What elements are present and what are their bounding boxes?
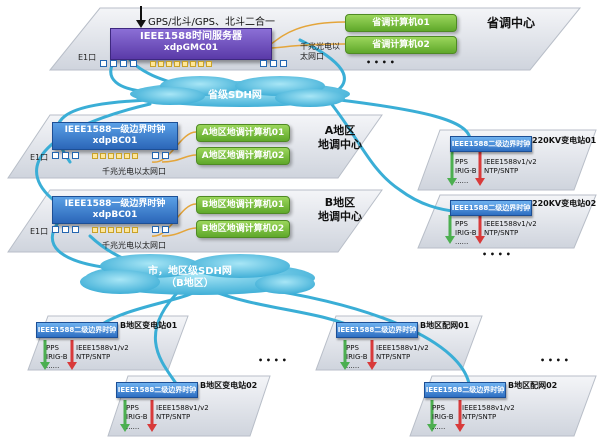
city-sdh-cloud [80,254,315,295]
eth-label-provincial: 千兆光电以太网口 [300,42,340,61]
b-dist-01-dots: ...... [346,362,360,370]
b-dist-01-pps: PPS [346,344,359,352]
b-sub-01-pps: PPS [46,344,59,352]
b-sub-02-name: B地区变电站02 [200,381,258,390]
area-a-clock-id: xdpBC01 [92,135,138,146]
b-sub-02-dots: ...... [126,423,140,431]
e1-label-provincial: E1口 [78,53,97,62]
sub-220-01-clock[interactable]: IEEE1588二级边界时钟 [450,136,532,152]
area-b-computer-01[interactable]: B地区地调计算机01 [196,196,290,214]
sub-220-02-name: 220KV变电站02 [532,199,597,208]
b-sub-01-dots: ...... [46,362,60,370]
sub-220-01-irig: IRIG-B [455,167,477,175]
gps-label: GPS/北斗/GPS、北斗二合一 [148,17,275,28]
sub-220-01-pps: PPS [455,158,468,166]
b-dist-02-irig: IRIG-B [432,413,454,421]
b-dist-01-clock[interactable]: IEEE1588二级边界时钟 [336,322,418,338]
b-dist-02-proto1: IEEE1588v1/v2 [462,404,515,412]
area-b-region-line2: 地调中心 [318,210,362,223]
area-b-computer-02[interactable]: B地区地调计算机02 [196,220,290,238]
area-a-region-line2: 地调中心 [318,138,362,151]
b-dist-02-name: B地区配网02 [508,381,558,390]
sub-220-01-proto1: IEEE1588v1/v2 [484,158,537,166]
eth-label-area-b: 千兆光电以太网口 [102,241,166,250]
b-sub-01-proto2: NTP/SNTP [76,353,111,361]
b-dist-01-proto2: NTP/SNTP [376,353,411,361]
sub-220-02-proto1: IEEE1588v1/v2 [484,220,537,228]
sub-220-01-dots: ...... [455,177,469,185]
area-a-region-label: A地区 地调中心 [318,124,362,152]
time-server-title: IEEE1588时间服务器 [139,31,243,42]
area-b-clock-title: IEEE1588一级边界时钟 [64,199,166,209]
provincial-sdh-label: 省级SDH网 [208,90,262,101]
area-a-computer-02[interactable]: A地区地调计算机02 [196,147,290,165]
b-sub-01-irig: IRIG-B [46,353,68,361]
sub-220-02-irig: IRIG-B [455,229,477,237]
b-sub-01-clock[interactable]: IEEE1588二级边界时钟 [36,322,118,338]
area-b-region-label: B地区 地调中心 [318,196,362,224]
sub-220-02-clock[interactable]: IEEE1588二级边界时钟 [450,200,532,216]
provincial-ellipsis: • • • • [366,58,395,67]
area-a-boundary-clock[interactable]: IEEE1588一级边界时钟 xdpBC01 [52,122,178,150]
sub-220-01-proto2: NTP/SNTP [484,167,519,175]
area-a-port-row [52,152,182,160]
b-dist-01-name: B地区配网01 [420,321,470,330]
time-server[interactable]: IEEE1588时间服务器 xdpGMC01 [110,28,272,60]
b-dist-01-irig: IRIG-B [346,353,368,361]
provincial-sdh-cloud [130,76,350,107]
sub-220-02-pps: PPS [455,220,468,228]
e1-label-area-b: E1口 [30,227,49,236]
gps-arrow-head [136,20,146,28]
area-a-region-line1: A地区 [324,124,356,137]
area-a-clock-title: IEEE1588一级边界时钟 [64,125,166,135]
provincial-computer-01[interactable]: 省调计算机01 [345,14,457,32]
area-a-computer-01[interactable]: A地区地调计算机01 [196,124,290,142]
provincial-computer-02[interactable]: 省调计算机02 [345,36,457,54]
b-sub-02-proto2: NTP/SNTP [156,413,191,421]
area-b-port-row [52,226,182,234]
b-sub-02-pps: PPS [126,404,139,412]
city-sdh-line1: 市，地区级SDH网 [148,266,232,277]
e1-label-area-a: E1口 [30,153,49,162]
b-dist-02-clock[interactable]: IEEE1588二级边界时钟 [424,382,506,398]
b-dist-02-dots: ...... [432,423,446,431]
b-dist-02-pps: PPS [432,404,445,412]
substation-arrows [40,152,485,432]
b-sub-01-name: B地区变电站01 [120,321,178,330]
city-sdh-line2: （B地区） [166,278,214,289]
b-sub-ellipsis: • • • • [258,356,287,365]
time-server-id: xdpGMC01 [163,43,219,53]
area-b-clock-id: xdpBC01 [92,209,138,220]
b-dist-ellipsis: • • • • [540,356,569,365]
provincial-port-row [100,60,290,68]
sub-220-ellipsis: • • • • [482,250,511,259]
b-sub-02-clock[interactable]: IEEE1588二级边界时钟 [116,382,198,398]
area-b-region-line1: B地区 [324,196,356,209]
sub-220-02-proto2: NTP/SNTP [484,229,519,237]
b-dist-02-proto2: NTP/SNTP [462,413,497,421]
sub-220-01-name: 220KV变电站01 [532,136,597,145]
b-sub-02-proto1: IEEE1588v1/v2 [156,404,209,412]
b-sub-01-proto1: IEEE1588v1/v2 [76,344,129,352]
provincial-center-label: 省调中心 [487,16,536,30]
city-sdh-label: 市，地区级SDH网 （B地区） [148,266,232,290]
eth-label-area-a: 千兆光电以太网口 [102,167,166,176]
b-dist-01-proto1: IEEE1588v1/v2 [376,344,429,352]
area-b-boundary-clock[interactable]: IEEE1588一级边界时钟 xdpBC01 [52,196,178,224]
sub-220-02-dots: ...... [455,238,469,246]
b-sub-02-irig: IRIG-B [126,413,148,421]
